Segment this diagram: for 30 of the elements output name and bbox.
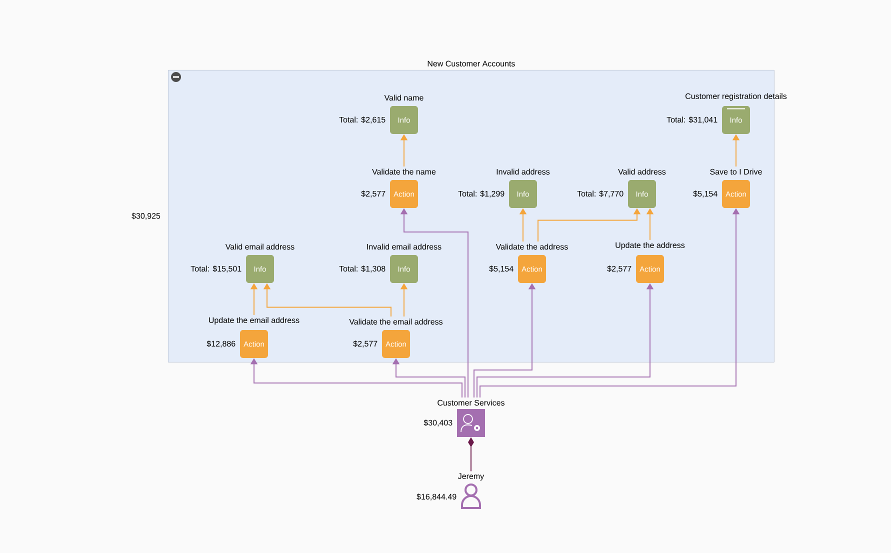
value-label: Total: $1,308 bbox=[339, 266, 386, 272]
node-heading: Update the address bbox=[616, 242, 685, 250]
node-heading: Validate the email address bbox=[349, 318, 443, 325]
value-label: $30,403 bbox=[424, 420, 452, 426]
node-heading: Valid name bbox=[384, 94, 424, 101]
value-label: Total: $31,041 bbox=[666, 116, 718, 124]
value-label: $2,577 bbox=[361, 190, 386, 198]
value-label: Total: $15,501 bbox=[190, 266, 242, 272]
value-label: Total: $7,770 bbox=[577, 190, 624, 198]
value-label: Total: $1,299 bbox=[458, 190, 504, 198]
value-label: $30,925 bbox=[132, 212, 160, 220]
value-label: $2,577 bbox=[607, 266, 632, 272]
container-title: New Customer Accounts bbox=[428, 60, 515, 66]
value-label: Total: $2,615 bbox=[339, 116, 386, 124]
value-label: $12,886 bbox=[206, 340, 236, 348]
node-heading: Validate the address bbox=[496, 244, 568, 250]
node-heading: Update the email address bbox=[209, 317, 300, 325]
node-heading: Invalid address bbox=[496, 168, 550, 175]
value-label: $16,844.49 bbox=[416, 494, 456, 500]
node-heading: Customer registration details bbox=[686, 93, 787, 101]
node-heading: Customer Services bbox=[438, 400, 504, 406]
value-label: $5,154 bbox=[489, 266, 514, 272]
node-heading: Validate the name bbox=[372, 168, 436, 175]
node-heading: Invalid email address bbox=[367, 244, 442, 250]
node-heading: Jeremy bbox=[458, 473, 484, 481]
node-heading: Save to I Drive bbox=[710, 168, 762, 175]
value-label: $5,154 bbox=[693, 190, 718, 198]
node-heading: Valid email address bbox=[225, 244, 294, 250]
node-heading: Valid address bbox=[618, 168, 666, 175]
value-label: $2,577 bbox=[353, 340, 378, 348]
